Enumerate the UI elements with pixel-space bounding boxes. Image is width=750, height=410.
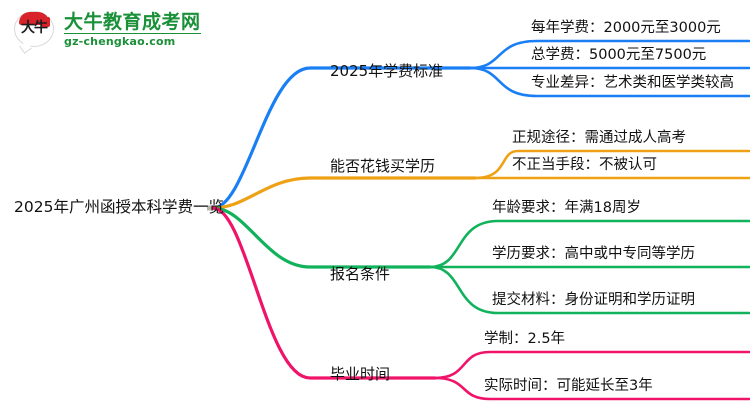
leaf-node-label[interactable]: 专业差异：艺术类和医学类较高 bbox=[531, 75, 734, 91]
leaf-node-label[interactable]: 年龄要求：年满18周岁 bbox=[492, 200, 641, 216]
branch-node-label[interactable]: 毕业时间 bbox=[330, 365, 391, 383]
logo-title: 大牛教育成考网 bbox=[64, 11, 201, 33]
connector-line bbox=[211, 66, 472, 210]
logo-mark-icon: 大牛 bbox=[12, 9, 58, 54]
connector-line bbox=[428, 219, 750, 269]
logo-subtitle-url: gz-chengkao.com bbox=[64, 33, 201, 49]
leaf-node-label[interactable]: 正规途径：需通过成人高考 bbox=[512, 130, 686, 146]
red-dot-shape bbox=[41, 17, 50, 27]
leaf-node-label[interactable]: 提交材料：身份证明和学历证明 bbox=[492, 292, 695, 308]
connector-line bbox=[433, 376, 750, 401]
leaf-node-label[interactable]: 不正当手段：不被认可 bbox=[512, 157, 657, 173]
leaf-node-label[interactable]: 实际时间：可能延长至3年 bbox=[484, 378, 653, 394]
connector-line bbox=[211, 206, 437, 380]
leaf-node-label[interactable]: 每年学费：2000元至3000元 bbox=[531, 20, 721, 36]
branch-node-label[interactable]: 报名条件 bbox=[330, 265, 391, 283]
connector-line bbox=[428, 265, 750, 315]
connector-line bbox=[211, 206, 432, 269]
branch-node-label[interactable]: 2025年学费标准 bbox=[330, 62, 444, 80]
leaf-node-label[interactable]: 学历要求：高中或中专同等学历 bbox=[492, 246, 695, 262]
site-logo: 大牛 大牛教育成考网 gz-chengkao.com bbox=[12, 6, 227, 54]
connector-line bbox=[433, 350, 750, 380]
root-node-label[interactable]: 2025年广州函授本科学费一览 bbox=[14, 198, 224, 216]
leaf-node-label[interactable]: 总学费：5000元至7500元 bbox=[531, 47, 707, 63]
logo-text-group: 大牛教育成考网 gz-chengkao.com bbox=[64, 11, 201, 49]
connector-line bbox=[468, 66, 750, 98]
branch-node-label[interactable]: 能否花钱买学历 bbox=[330, 157, 436, 175]
connector-line bbox=[211, 176, 477, 210]
logo-mark-text: 大牛 bbox=[21, 20, 48, 36]
leaf-node-label[interactable]: 学制：2.5年 bbox=[484, 331, 566, 347]
